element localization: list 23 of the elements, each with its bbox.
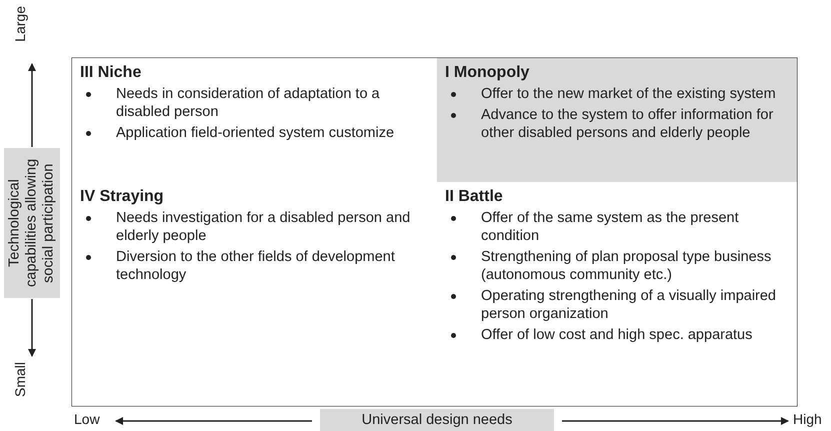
bullet-text: Offer of the same system as the present condition: [481, 210, 739, 244]
bullet-text: Needs investigation for a disabled person and elderly people: [116, 210, 410, 244]
quadrant-heading: II Battle: [445, 188, 503, 206]
axis-title: Technological capabilities allowing social participation: [4, 148, 60, 298]
bullet-text: Offer to the new market of the existing system: [481, 86, 776, 102]
axis-end-label: Small: [12, 362, 28, 398]
quadrant-heading: I Monopoly: [445, 64, 530, 82]
bullet-text: Needs in consideration of adaptation to a disabled person: [116, 86, 380, 120]
bullet-text: Diversion to the other fields of development technology: [116, 249, 395, 283]
bullet-text: Advance to the system to offer information for other disabled persons and elderly people: [481, 107, 774, 141]
quadrant-box: [72, 58, 437, 182]
bullet-text: Offer of low cost and high spec. apparatus: [481, 327, 752, 343]
axis-end-label: Low: [74, 411, 100, 427]
bullet-text: Operating strengthening of a visually impaired person organization: [481, 288, 776, 322]
axis-title: Universal design needs: [320, 409, 554, 431]
bullet-text: Application field-oriented system customize: [116, 125, 394, 141]
quadrant-heading: IV Straying: [80, 188, 164, 206]
axis-end-label: Large: [12, 6, 28, 42]
axis-end-label: High: [793, 411, 822, 427]
quadrant-box: [437, 182, 797, 406]
quadrant-heading: III Niche: [80, 64, 142, 82]
bullet-text: Strengthening of plan proposal type business (autonomous community etc.): [481, 249, 772, 283]
quadrant-box: [437, 58, 797, 182]
